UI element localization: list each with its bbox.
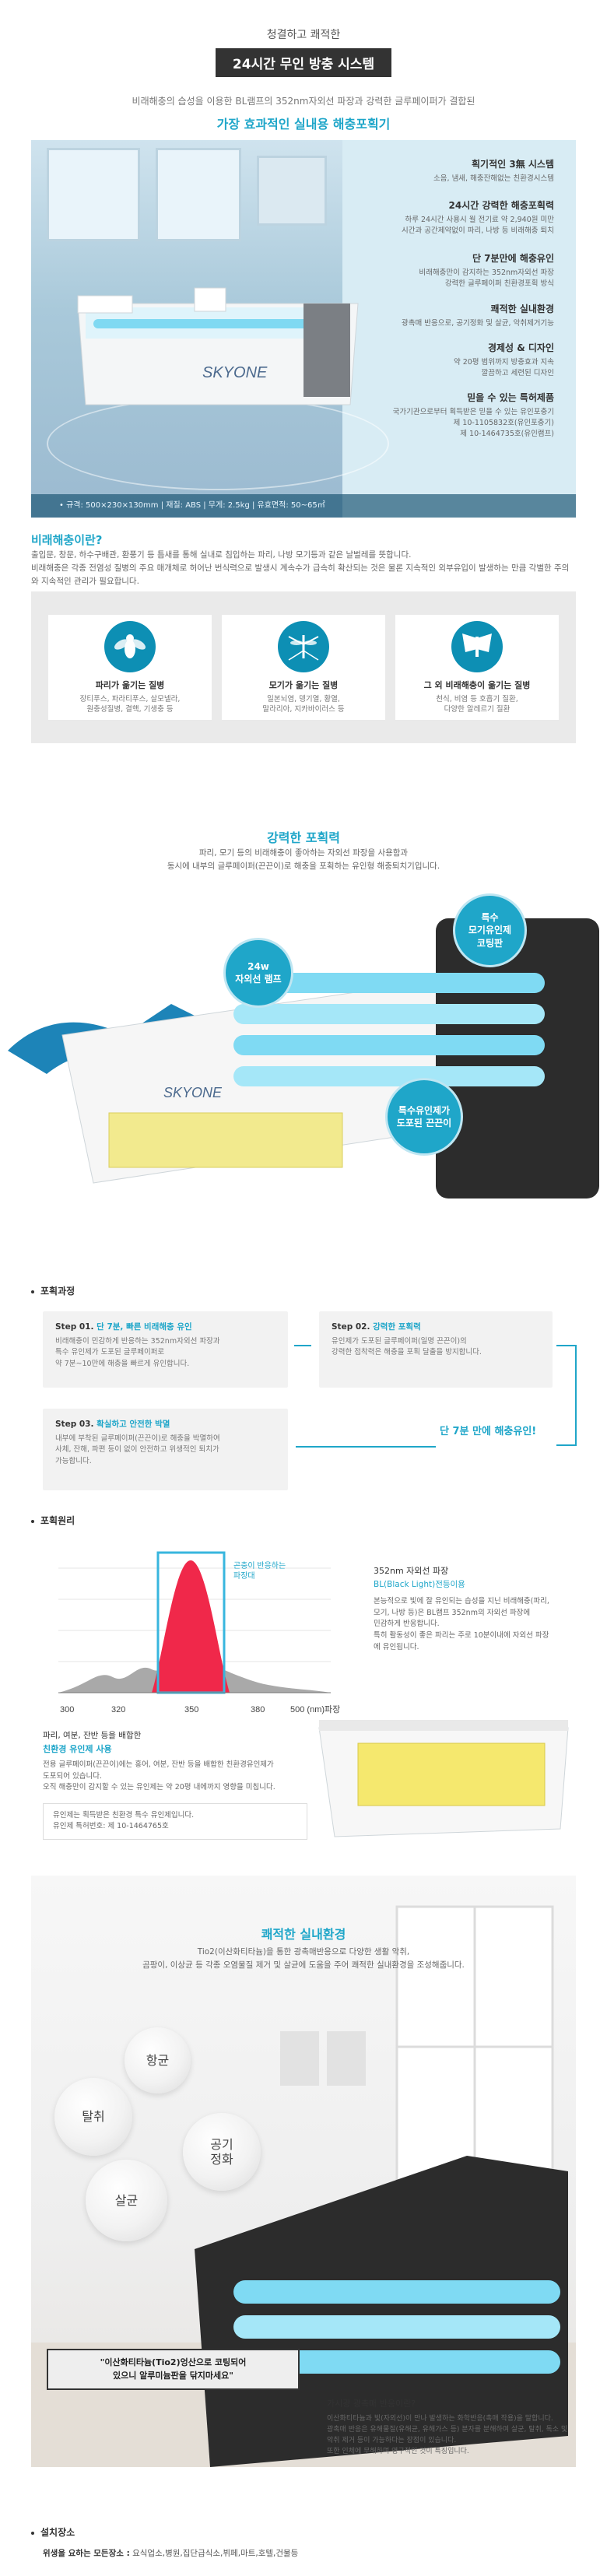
- arrow-connector: [294, 1345, 311, 1346]
- patent-box: 유인제는 획득받은 친환경 특수 유인제입니다. 유인제 특허번호: 제 10-…: [43, 1803, 307, 1840]
- pests-body: 출입문, 창문, 하수구배관, 환풍기 등 틈새를 통해 실내로 침입하는 파리…: [31, 550, 570, 586]
- window-graphic: [47, 148, 140, 241]
- process-callout: 단 7분 만에 해충유인!: [440, 1426, 537, 1437]
- glue-highlight: 친환경 유인제 사용: [43, 1744, 112, 1754]
- pest-card: 파리가 옮기는 질병 장티푸스, 파라티푸스, 살모넬라, 원충성질병, 결핵,…: [48, 615, 212, 720]
- arrow-connector: [296, 1446, 436, 1448]
- process-step: Step 03. 확실하고 안전한 박멸 내부에 부착된 글루페이퍼(끈끈이)로…: [43, 1409, 288, 1490]
- glue-info: 파리, 여분, 잔반 등을 배합한 친환경 유인제 사용 전용 글루페이퍼(끈끈…: [43, 1729, 307, 1840]
- step-title: Step 01. 단 7분, 빠른 비래해충 유인: [55, 1322, 192, 1332]
- pest-cards: 파리가 옮기는 질병 장티푸스, 파라티푸스, 살모넬라, 원충성질병, 결핵,…: [31, 591, 576, 743]
- principle-label: 포획원리: [31, 1514, 75, 1527]
- mosquito-icon: [278, 621, 329, 672]
- info-body: 본능적으로 빛에 잘 유인되는 습성을 지닌 비래해충(파리, 모기, 나방 등…: [374, 1597, 549, 1651]
- feature-desc: 하루 24시간 사용시 월 전기료 약 2,940원 미만 시간과 공간제약없이…: [402, 216, 554, 235]
- pest-desc: 장티푸스, 파라티푸스, 살모넬라, 원충성질병, 결핵, 기생충 등: [79, 695, 181, 714]
- capture-desc: 파리, 모기 등의 비래해충이 좋아하는 자외선 파장을 사용함과 동시에 내부…: [167, 848, 440, 871]
- tick-label: 380: [251, 1705, 265, 1714]
- feature-bubble-glue: 특수유인제가 도포된 끈끈이: [385, 1078, 463, 1156]
- pest-label: 그 외 비래해충이 옮기는 질병: [423, 680, 531, 690]
- feature-bubble-lamp: 24w 자외선 램프: [223, 938, 293, 1008]
- benefit-cloud-antibacterial: 항균: [125, 2027, 191, 2093]
- benefit-cloud-air-purify: 공기 정화: [183, 2113, 261, 2191]
- benefit-cloud-sterilize: 살균: [86, 2160, 167, 2241]
- feature-desc: 약 20평 범위까지 방충효과 지속 깔끔하고 세련된 디자인: [453, 358, 554, 377]
- section-title-pests: 비래해충이란?: [31, 533, 103, 547]
- step-desc: 유인제가 도포된 글루페이퍼(일명 끈끈이)의 강력한 접착력은 해충을 포획 …: [332, 1337, 482, 1357]
- page-header: 청결하고 쾌적한 24시간 무인 방충 시스템 비래해충의 습성을 이용한 BL…: [0, 0, 607, 136]
- moth-icon: [451, 621, 503, 672]
- feature-title: 획기적인 3無 시스템: [472, 159, 554, 170]
- warning-banner: "이산화티타늄(Tio2)엉산으로 코팅되어 있으니 알루미늄판을 닦지마세요": [47, 2349, 300, 2390]
- install-places: 위생을 요하는 모든장소 : 요식업소,병원,집단급식소,뷔페,마트,호텔,건물…: [43, 2549, 299, 2558]
- step-title: Step 02. 강력한 포획력: [332, 1322, 421, 1332]
- header-highlight: 가장 효과적인 실내용 해충포획기: [216, 117, 391, 132]
- environment-desc: Tio2(이산화티타늄)을 통한 광촉매반응으로 다양한 생활 악취, 곰팡이,…: [142, 1947, 465, 1970]
- glue-body: 전용 글루페이퍼(끈끈이)에는 홍어, 여분, 잔반 등을 배합한 친환경유인제…: [43, 1760, 275, 1792]
- brand-logo: SKYONE: [163, 1085, 223, 1100]
- feature-title: 쾌적한 실내환경: [490, 304, 554, 314]
- benefit-cloud-deodorize: 탈취: [54, 2078, 132, 2156]
- tick-label: 350: [184, 1705, 198, 1714]
- brand-logo: SKYONE: [202, 364, 268, 381]
- feature-desc: 소음, 냄새, 해충잔해없는 친환경시스템: [433, 174, 554, 183]
- pest-label: 모기가 옮기는 질병: [268, 680, 339, 690]
- header-description: 비래해충의 습성을 이용한 BL램프의 352nm자외선 파장과 강력한 글루페…: [132, 96, 475, 107]
- pc-title: 가시광 광촉매 반응이란?: [327, 2399, 416, 2409]
- info-title: 352nm 자외선 파장: [374, 1566, 449, 1576]
- environment-section: 쾌적한 실내환경 Tio2(이산화티타늄)을 통한 광촉매반응으로 다양한 생활…: [31, 1876, 576, 2467]
- process-step: Step 02. 강력한 포획력 유인제가 도포된 글루페이퍼(일명 끈끈이)의…: [319, 1311, 553, 1388]
- hero-banner: SKYONE 획기적인 3無 시스템 소음, 냄새, 해충잔해없는 친환경시스템…: [31, 140, 576, 518]
- install-label: 설치장소: [31, 2525, 75, 2539]
- feature-item: 24시간 강력한 해충포획력 하루 24시간 사용시 월 전기료 약 2,940…: [360, 198, 554, 237]
- principle-info: 352nm 자외선 파장 BL(Black Light)전등이용 본능적으로 빛…: [374, 1564, 584, 1654]
- fly-icon: [104, 621, 156, 672]
- pest-card: 모기가 옮기는 질병 일본뇌염, 뎅기열, 황열, 말라리아, 지카바이러스 등: [222, 615, 385, 720]
- environment-title: 쾌적한 실내환경: [261, 1927, 346, 1942]
- feature-desc: 비래해충만이 감지하는 352nm자외선 파장 강력한 글루페이퍼 친환경포획 …: [419, 268, 554, 288]
- step-desc: 내부에 부착된 글루페이퍼(끈끈이)로 해충을 박멸하여 사체, 잔해, 파편 …: [55, 1434, 220, 1465]
- spec-bar: • 규격: 500×230×130mm | 재질: ABS | 무게: 2.5k…: [31, 494, 576, 518]
- feature-item: 획기적인 3無 시스템 소음, 냄새, 해충잔해없는 친환경시스템: [360, 157, 554, 184]
- header-title: 24시간 무인 방충 시스템: [215, 48, 392, 77]
- capture-title: 강력한 포획력: [267, 830, 340, 845]
- tick-label: 500 (nm)파장: [290, 1704, 340, 1714]
- process-step: Step 01. 단 7분, 빠른 비래해충 유인 비래해충이 민감하게 반응하…: [43, 1311, 288, 1388]
- feature-item: 믿을 수 있는 특허제품 국가기관으로부터 획득받은 믿을 수 있는 유인포충기…: [360, 391, 554, 439]
- feature-desc: 국가기관으로부터 획득받은 믿을 수 있는 유인포충기 제 10-1105832…: [392, 408, 554, 438]
- feature-title: 단 7분만에 해충유인: [472, 253, 554, 264]
- pest-card: 그 외 비래해충이 옮기는 질병 천식, 비염 등 호흡기 질환, 다양한 알레…: [395, 615, 559, 720]
- product-device-image: SKYONE: [77, 287, 359, 405]
- glue-title: 파리, 여분, 잔반 등을 배합한: [43, 1731, 142, 1740]
- pest-desc: 천식, 비염 등 호흡기 질환, 다양한 알레르기 질환: [436, 695, 518, 714]
- header-subtitle: 청결하고 쾌적한: [266, 29, 341, 41]
- process-label: 포획과정: [31, 1284, 75, 1297]
- info-sub: BL(Black Light)전등이용: [374, 1580, 465, 1589]
- step-title: Step 03. 확실하고 안전한 박멸: [55, 1420, 170, 1429]
- glue-paper-image: [318, 1720, 569, 1837]
- feature-desc: 광촉매 반응으로, 공기정화 및 살균, 악취제거기능: [402, 319, 554, 328]
- tick-label: 300: [60, 1705, 74, 1714]
- feature-title: 24시간 강력한 해충포획력: [448, 200, 554, 211]
- window-graphic: [156, 148, 241, 241]
- step-desc: 비래해충이 민감하게 반응하는 352nm자외선 파장과 특수 유인제가 도포된…: [55, 1337, 220, 1368]
- feature-item: 경제성 & 디자인 약 20평 범위까지 방충효과 지속 깔끔하고 세련된 디자…: [360, 341, 554, 379]
- photocatalysis-info: 가시광 광촉매 반응이란? 이산화티타늄과 빛(자외선)이 만나 발생하는 화학…: [327, 2397, 576, 2458]
- device-cutaway-image: SKYONE: [8, 918, 599, 1199]
- arrow-connector: [556, 1345, 577, 1446]
- feature-title: 믿을 수 있는 특허제품: [467, 392, 554, 403]
- feature-bubble-coating: 특수 모기유인제 코팅판: [453, 893, 527, 967]
- feature-title: 경제성 & 디자인: [487, 342, 554, 353]
- feature-item: 단 7분만에 해충유인 비래해충만이 감지하는 352nm자외선 파장 강력한 …: [360, 251, 554, 290]
- window-graphic: [257, 156, 327, 226]
- feature-item: 쾌적한 실내환경 광촉매 반응으로, 공기정화 및 살균, 악취제거기능: [360, 302, 554, 329]
- pest-desc: 일본뇌염, 뎅기열, 황열, 말라리아, 지카바이러스 등: [262, 695, 345, 714]
- pest-label: 파리가 옮기는 질병: [95, 680, 165, 690]
- pc-body: 이산화티타늄과 빛(자외선)이 만나 발생하는 화학반응(촉매 작용)을 말합니…: [327, 2415, 568, 2455]
- x-axis-ticks: 300 320 350 380 500 (nm)파장: [60, 1704, 340, 1714]
- tick-label: 320: [111, 1705, 125, 1714]
